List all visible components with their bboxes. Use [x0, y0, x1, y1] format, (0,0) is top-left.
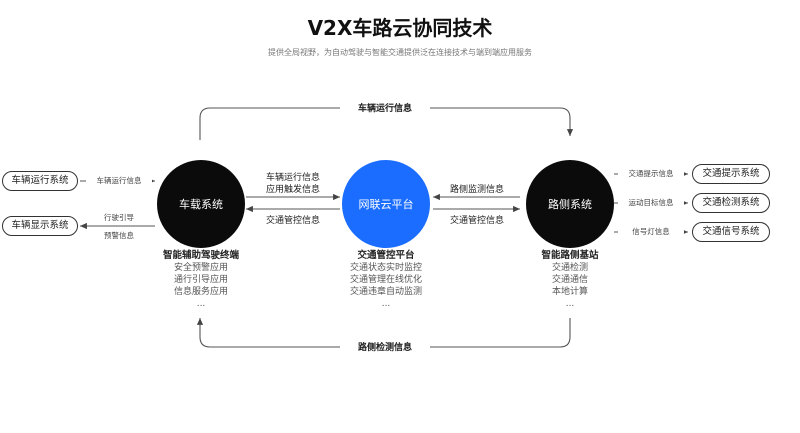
cloud-block-item: 交通状态实时监控 — [349, 263, 422, 273]
bottom-loop-label: 路侧检测信息 — [340, 340, 430, 353]
vehicle-block-head: 智能辅助驾驶终端 — [162, 250, 239, 261]
vehicle-block: 智能辅助驾驶终端 安全预警应用 通行引导应用 信息服务应用 ... — [141, 250, 261, 310]
roadside-block-item: ... — [565, 299, 575, 309]
left-bottom-label-1: 行驶引导 — [104, 213, 134, 222]
cloud-block-head: 交通管控平台 — [357, 250, 415, 261]
right-label-2: 运动目标信息 — [618, 197, 684, 208]
cloud-block-item: 交通管理在线优化 — [349, 275, 422, 285]
page-subtitle: 提供全局视野，为自动驾驶与智能交通提供泛在连接技术与端到端应用服务 — [268, 48, 532, 57]
traffic-detection-system-box: 交通检测系统 — [692, 193, 770, 213]
cloud-block-item: 交通违章自动监测 — [349, 287, 422, 297]
vehicle-block-item: 通行引导应用 — [173, 275, 228, 285]
left-bottom-label-2: 预警信息 — [104, 231, 134, 240]
vehicle-block-item: ... — [196, 299, 206, 309]
roadside-block-item: 交通检测 — [551, 263, 588, 273]
roadside-system-label: 路侧系统 — [548, 198, 592, 211]
cloud-platform-node: 网联云平台 — [342, 160, 430, 248]
left-top-label: 车辆运行信息 — [86, 175, 152, 186]
roadside-system-node: 路侧系统 — [526, 160, 614, 248]
roadside-block: 智能路侧基站 交通检测 交通通信 本地计算 ... — [510, 250, 630, 310]
vehicle-block-item: 安全预警应用 — [173, 263, 228, 273]
cloud-block-item: ... — [381, 299, 391, 309]
roadside-block-item: 本地计算 — [551, 287, 588, 297]
cloud-block: 交通管控平台 交通状态实时监控 交通管理在线优化 交通违章自动监测 ... — [326, 250, 446, 310]
vehicle-display-system-box: 车辆显示系统 — [2, 216, 78, 236]
vehicle-to-cloud-label-1: 车辆运行信息 — [265, 173, 320, 183]
vehicle-system-label: 车载系统 — [179, 198, 223, 211]
cloud-to-vehicle-label: 交通管控信息 — [265, 216, 320, 226]
traffic-signal-system-box: 交通信号系统 — [692, 222, 770, 242]
cloud-platform-label: 网联云平台 — [358, 198, 414, 211]
vehicle-system-node: 车载系统 — [157, 160, 245, 248]
roadside-block-head: 智能路侧基站 — [541, 250, 599, 261]
vehicle-to-cloud-label-2: 应用触发信息 — [265, 185, 320, 195]
vehicle-block-item: 信息服务应用 — [173, 287, 228, 297]
right-label-1: 交通提示信息 — [618, 168, 684, 179]
vehicle-operation-system-box: 车辆运行系统 — [2, 171, 78, 191]
roadside-to-cloud-label: 路侧监测信息 — [449, 185, 504, 195]
roadside-block-item: 交通通信 — [551, 275, 588, 285]
top-loop-label: 车辆运行信息 — [340, 101, 430, 114]
traffic-prompt-system-box: 交通提示系统 — [692, 164, 770, 184]
cloud-to-roadside-label: 交通管控信息 — [449, 216, 504, 226]
right-label-3: 信号灯信息 — [618, 226, 684, 237]
page-title: V2X车路云协同技术 — [307, 16, 493, 40]
